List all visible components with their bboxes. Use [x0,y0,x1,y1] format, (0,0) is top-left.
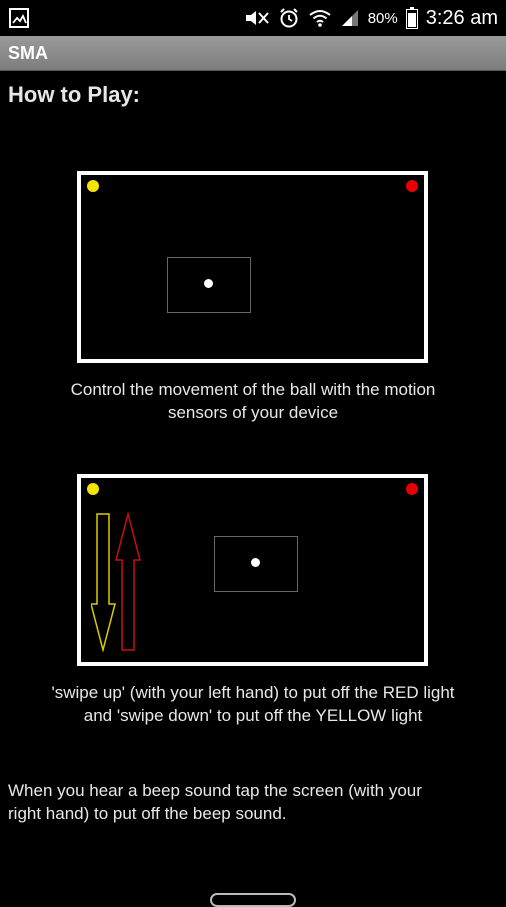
clock: 3:26 am [425,6,498,29]
red-light-icon [406,483,418,495]
motion-instructions-line2: sensors of your device [167,403,339,422]
swipe-instructions-line2: and 'swipe down' to put off the YELLOW l… [83,706,423,725]
motion-instructions-line1: Control the movement of the ball with th… [70,380,436,399]
red-light-icon [406,180,418,192]
bottom-button[interactable] [210,893,296,907]
alarm-icon [278,7,300,29]
battery-icon [405,7,418,29]
swipe-demo-panel [77,474,428,666]
motion-instructions: Control the movement of the ball with th… [0,378,506,424]
page-title: How to Play: [8,82,141,107]
yellow-light-icon [87,483,99,495]
mute-icon [244,8,270,28]
status-icons: 80% 3:26 am [244,0,498,36]
status-bar: 80% 3:26 am [0,0,506,36]
motion-demo-panel [77,171,428,363]
app-title: SMA [8,43,48,63]
ball-zone [167,257,251,313]
battery-percent: 80% [367,9,398,27]
action-bar: SMA [0,36,506,71]
beep-instructions-line2: right hand) to put off the beep sound. [8,804,287,823]
swipe-instructions: 'swipe up' (with your left hand) to put … [0,681,506,727]
swipe-up-arrow-icon [115,512,141,651]
ball-icon [251,558,260,567]
yellow-light-icon [87,180,99,192]
ball-icon [204,279,213,288]
swipe-arrows [91,512,141,652]
signal-icon [340,8,360,28]
swipe-instructions-line1: 'swipe up' (with your left hand) to put … [51,683,455,702]
beep-instructions: When you hear a beep sound tap the scree… [8,779,503,825]
ball-zone [214,536,298,592]
beep-instructions-line1: When you hear a beep sound tap the scree… [8,781,422,800]
gallery-notification-icon [8,7,30,29]
swipe-down-arrow-icon [91,513,116,652]
wifi-icon [308,8,332,28]
